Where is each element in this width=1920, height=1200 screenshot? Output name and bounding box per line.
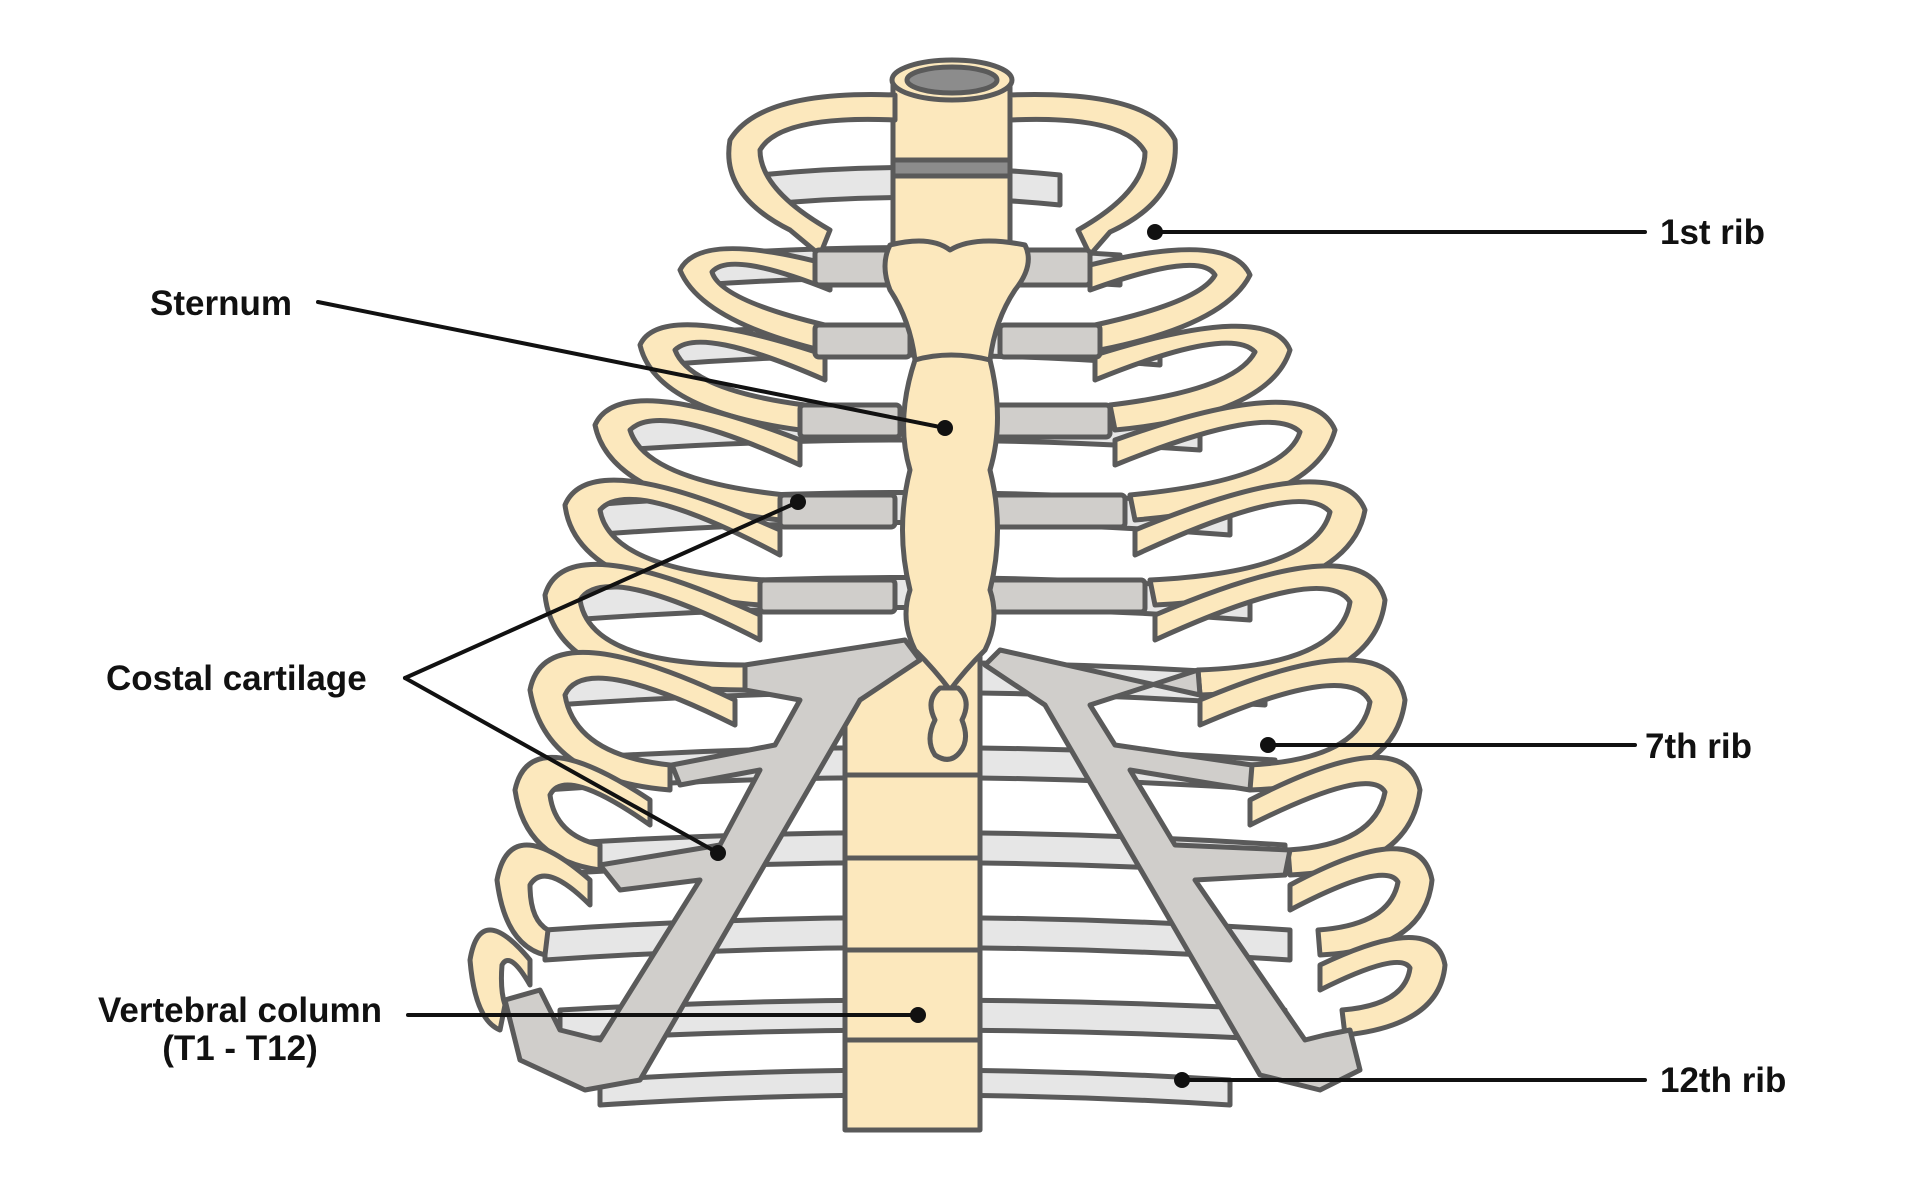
costal-cartilages	[502, 247, 1363, 1093]
label-costal-cartilage: Costal cartilage	[106, 494, 806, 861]
sternum-shape	[882, 238, 1031, 762]
label-1st-rib: 1st rib	[1147, 213, 1765, 252]
anterior-ribs-left	[467, 92, 898, 1033]
label-vertebral-column: Vertebral column (T1 - T12)	[98, 991, 926, 1068]
label-sternum: Sternum	[150, 284, 953, 436]
label-costal-cartilage-text: Costal cartilage	[106, 659, 367, 698]
label-12th-rib-text: 12th rib	[1660, 1061, 1786, 1100]
label-12th-rib: 12th rib	[1174, 1061, 1786, 1100]
anterior-ribs-right	[1007, 92, 1448, 1038]
trachea-shape	[889, 57, 1015, 263]
label-7th-rib-text: 7th rib	[1645, 727, 1752, 766]
label-vertebral-column-line2: (T1 - T12)	[162, 1029, 318, 1068]
label-vertebral-column-line1: Vertebral column	[98, 991, 382, 1030]
vertebral-column-shape	[842, 647, 983, 1133]
label-1st-rib-text: 1st rib	[1660, 213, 1765, 252]
label-7th-rib: 7th rib	[1260, 727, 1752, 766]
label-sternum-text: Sternum	[150, 284, 292, 323]
